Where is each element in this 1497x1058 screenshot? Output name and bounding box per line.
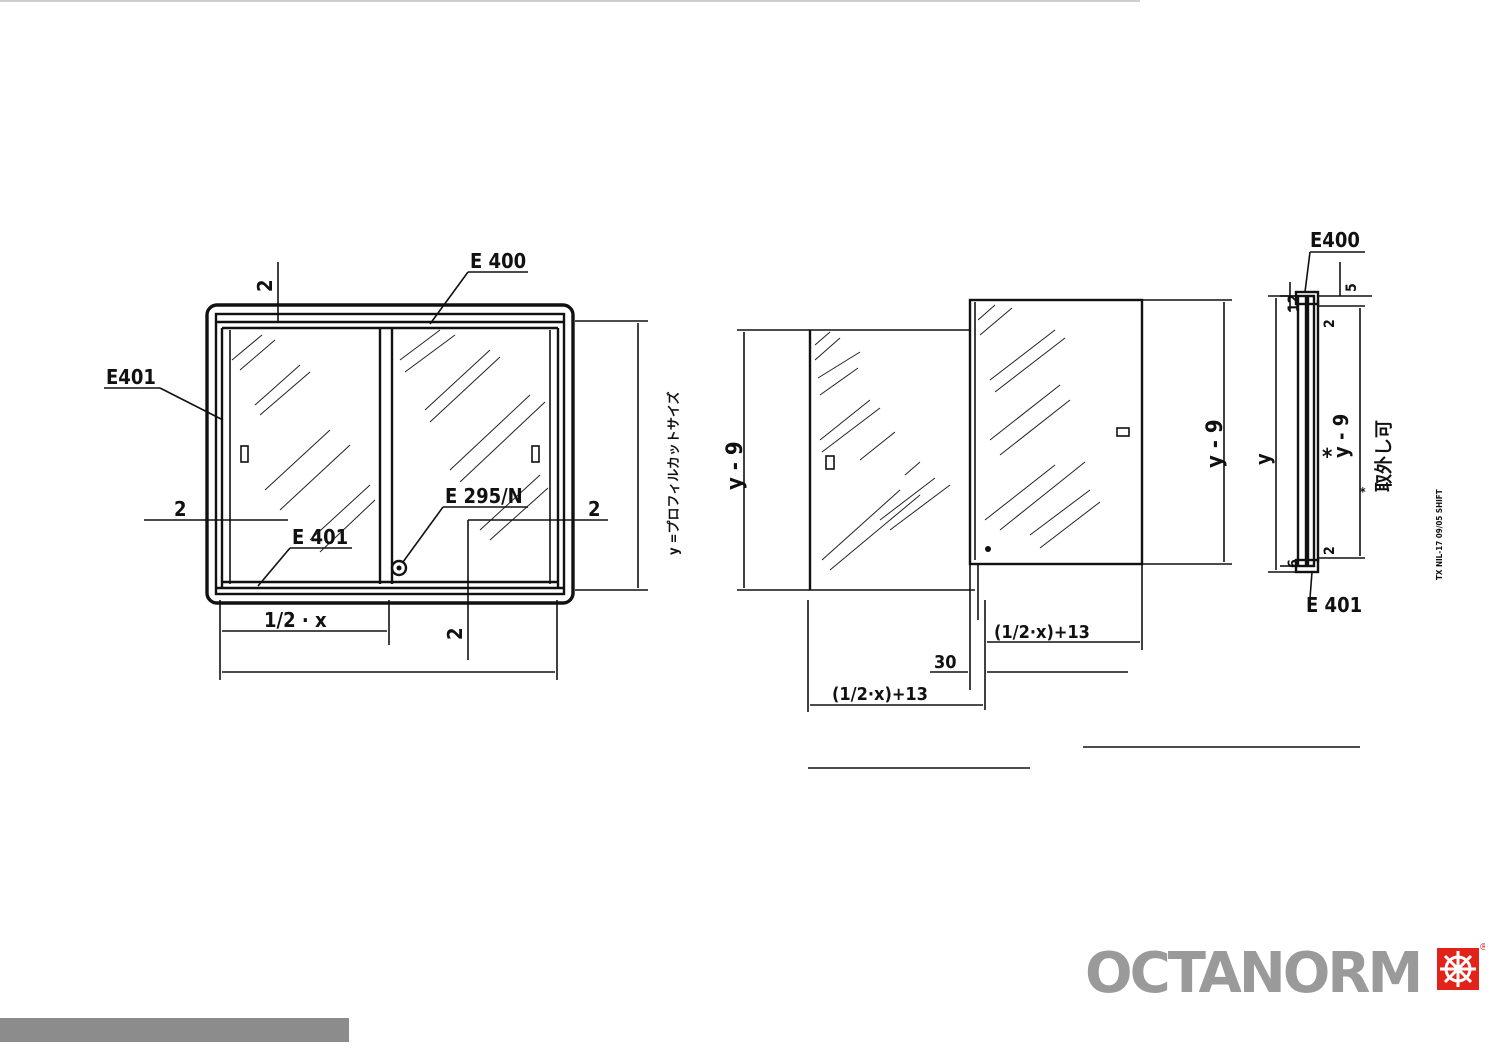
section-top-cap bbox=[1294, 290, 1320, 306]
dim-right-door-height: y - 9 bbox=[1203, 419, 1228, 468]
door-glass-left bbox=[814, 331, 951, 571]
dim-overlap: 30 bbox=[934, 652, 957, 673]
label-e295n: E 295/N bbox=[445, 484, 523, 508]
section-profile-mid bbox=[1306, 294, 1316, 568]
drawing-code: TX NIL-17 09/05 SHIFT bbox=[1435, 489, 1444, 580]
dim-section-bottom-2: 2 bbox=[1322, 546, 1338, 555]
top-rule bbox=[0, 0, 1140, 2]
label-e401-bottom: E 401 bbox=[292, 525, 348, 549]
label-section-e400: E400 bbox=[1310, 228, 1360, 252]
registered-mark: ® bbox=[1479, 942, 1485, 953]
glass-reflection-right bbox=[399, 329, 549, 541]
label-e401-side: E401 bbox=[106, 365, 156, 389]
label-section-e401: E 401 bbox=[1306, 593, 1362, 617]
front-view: E 400 2 E401 2 E 401 E 295/N 2 2 1/2 · x bbox=[104, 249, 682, 680]
dim-left-door-width: (1/2·x)+13 bbox=[832, 684, 928, 705]
dim-section-5: 5 bbox=[1344, 283, 1360, 292]
dim-section-6: 6 bbox=[1286, 559, 1302, 568]
note-asterisk: * bbox=[1360, 485, 1366, 499]
label-e400: E 400 bbox=[470, 249, 526, 273]
dim-half-width: 1/2 · x bbox=[264, 608, 327, 632]
dim-left-gap: 2 bbox=[174, 497, 187, 521]
inner-frame bbox=[214, 312, 566, 596]
brand-name: OCTANORM bbox=[1085, 941, 1420, 1000]
door-glass-right bbox=[977, 304, 1101, 549]
dim-section-top-2: 2 bbox=[1322, 319, 1338, 328]
section-view: E400 E 401 12 5 2 2 6 y y - 9 * 取外し可 * bbox=[1251, 228, 1444, 617]
outer-frame bbox=[205, 303, 575, 605]
note-removable: 取外し可 bbox=[1373, 420, 1395, 492]
left-door-handle-icon bbox=[825, 455, 835, 470]
dim-left-door-height: y - 9 bbox=[723, 441, 748, 490]
dim-top-gap: 2 bbox=[253, 279, 277, 292]
dim-section-y: y bbox=[1251, 453, 1275, 465]
section-profile-left bbox=[1296, 294, 1308, 568]
doors-view: y - 9 y - 9 (1/2·x bbox=[723, 298, 1360, 769]
right-door bbox=[968, 298, 1144, 566]
right-door-handle-icon bbox=[1116, 427, 1130, 437]
left-handle-icon bbox=[240, 445, 249, 463]
dim-height-note: y =プロフィルカットサイズ bbox=[666, 392, 682, 555]
dim-section-y9: y - 9 bbox=[1329, 414, 1353, 458]
glass-reflection-left bbox=[231, 334, 376, 553]
footer-bar bbox=[0, 1018, 349, 1042]
lock-icon bbox=[390, 559, 408, 577]
section-asterisk: * bbox=[1322, 445, 1332, 470]
right-handle-icon bbox=[531, 445, 540, 463]
dim-right-door-width: (1/2·x)+13 bbox=[994, 622, 1090, 643]
dim-right-gap: 2 bbox=[588, 497, 601, 521]
dim-section-12: 12 bbox=[1286, 294, 1302, 312]
brand-logo: OCTANORM ® bbox=[1085, 941, 1485, 1000]
dim-bottom-gap: 2 bbox=[443, 627, 467, 640]
octanorm-star-icon bbox=[1437, 948, 1479, 990]
